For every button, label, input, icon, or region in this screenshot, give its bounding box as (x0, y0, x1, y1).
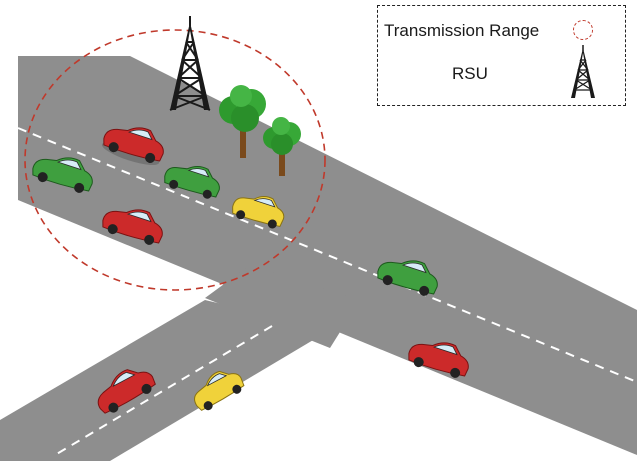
legend: Transmission Range RSU (377, 5, 626, 106)
tree-icon (219, 85, 266, 158)
dashed-circle-icon (573, 20, 593, 40)
taxi-yellow (194, 370, 245, 411)
rsu-tower-icon (571, 45, 595, 98)
car-red (97, 369, 156, 414)
legend-range-label: Transmission Range (384, 21, 540, 40)
car-green (377, 260, 438, 296)
side-road-lane-marking (54, 325, 273, 456)
car-red (99, 116, 170, 171)
tree-icon (263, 117, 301, 176)
side-road-join (205, 265, 360, 348)
road-network (0, 56, 637, 461)
car-green (164, 166, 220, 199)
car-green (32, 157, 93, 193)
rsu-tower-icon (169, 16, 211, 111)
side-road (0, 300, 330, 461)
car-red (408, 342, 469, 378)
legend-rsu-label: RSU (452, 64, 488, 83)
vehicles (32, 116, 469, 414)
main-road (18, 56, 637, 455)
transmission-range-circle (24, 29, 326, 291)
taxi-yellow (232, 196, 285, 229)
car-red (102, 209, 163, 245)
